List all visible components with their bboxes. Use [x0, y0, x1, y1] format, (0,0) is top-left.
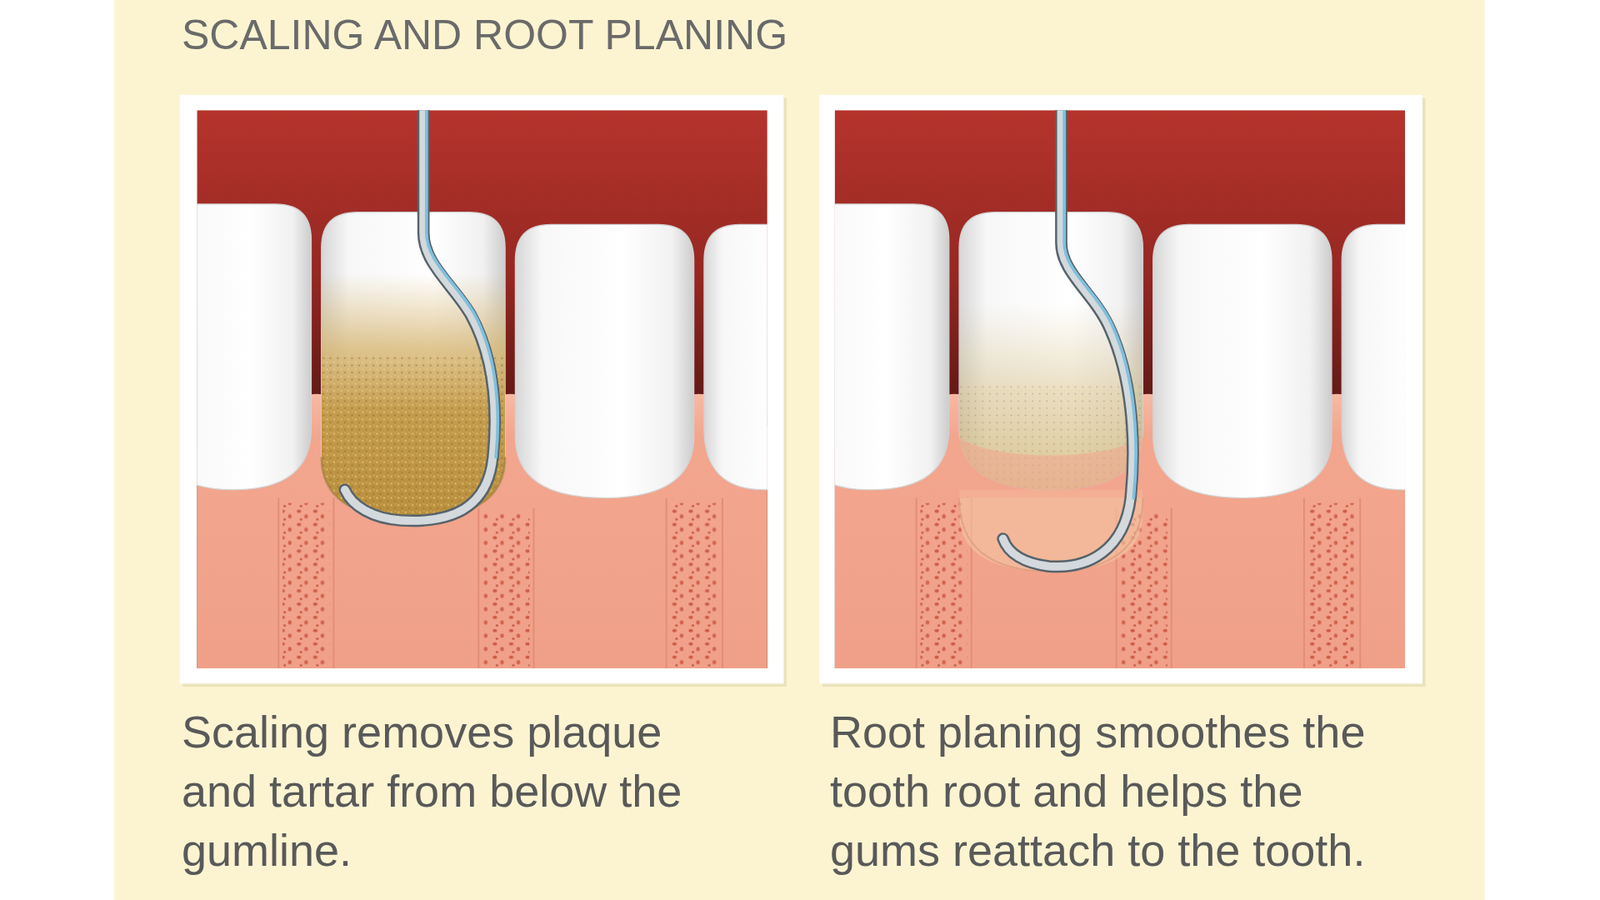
scaling-illustration: [155, 100, 825, 669]
title: SCALING AND ROOT PLANING: [181, 10, 1265, 60]
caption: Scaling removes plaque and tartar from b…: [181, 702, 715, 880]
caption: Root planing smoothes the tooth root and…: [830, 702, 1414, 880]
root-planing-illustration: [794, 100, 1463, 669]
curette-instrument: [345, 110, 498, 521]
caption-box: Root planing smoothes the tooth root and…: [830, 702, 1414, 880]
reattached-gum: [955, 435, 1147, 499]
caption-box: Scaling removes plaque and tartar from b…: [181, 702, 715, 880]
title-box: SCALING AND ROOT PLANING: [181, 10, 1265, 60]
tartar-remains: [955, 304, 1150, 499]
curette-instrument: [1003, 110, 1136, 567]
background-panel: [114, 0, 1485, 900]
